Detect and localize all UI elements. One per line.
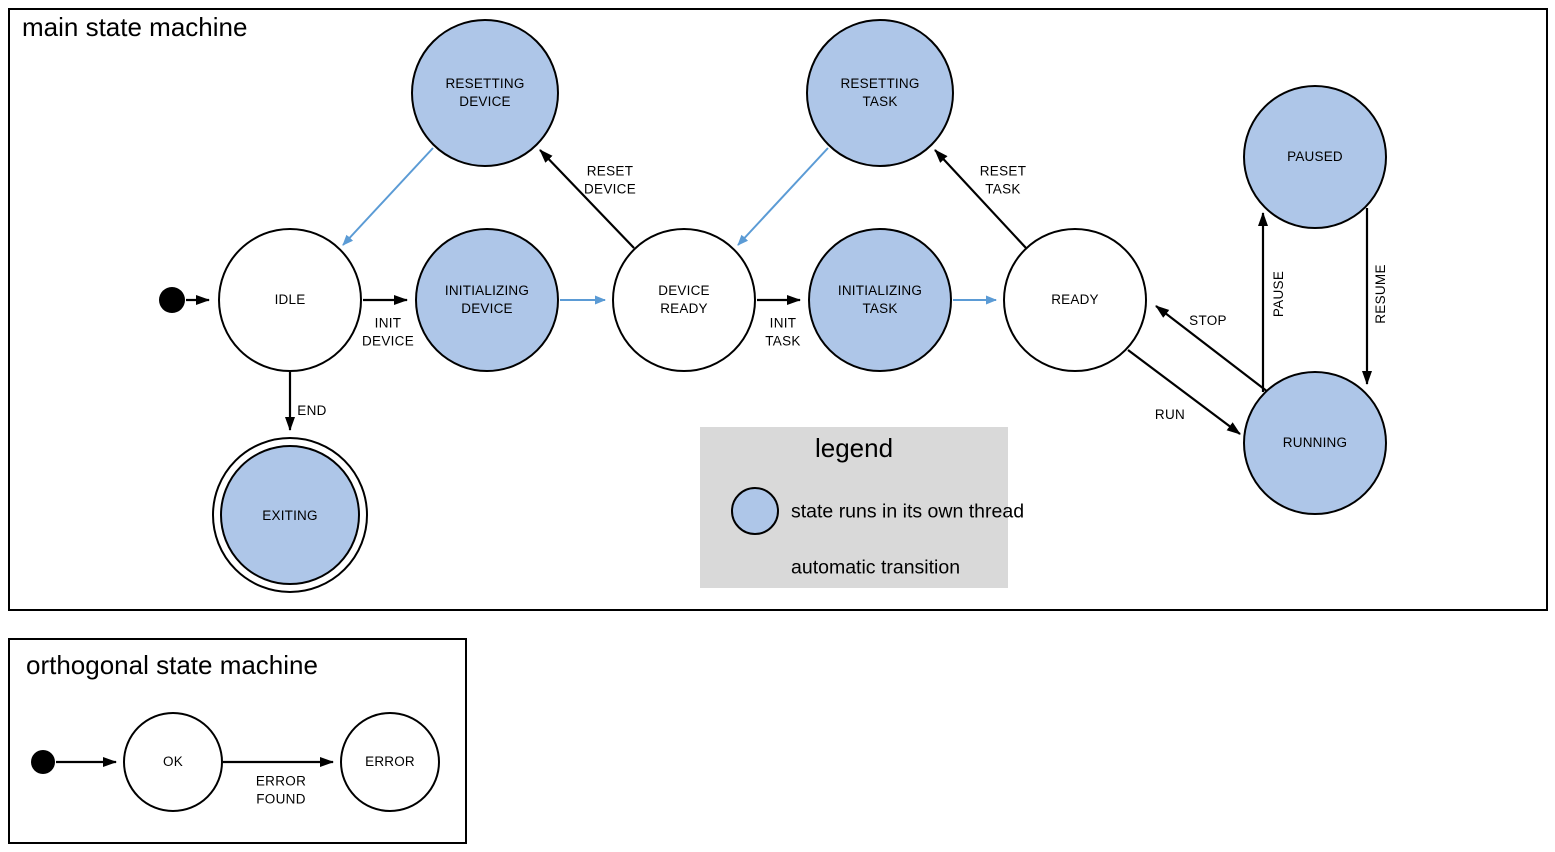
state-running-label: RUNNING (1282, 435, 1348, 451)
state-initializing-task: INITIALIZING TASK (808, 228, 952, 372)
state-resetting-task-label: RESETTING TASK (840, 76, 920, 109)
state-device-ready-label: DEVICE READY (658, 283, 710, 316)
main-state-machine-panel (8, 8, 1548, 611)
state-initializing-task-label: INITIALIZING TASK (837, 283, 923, 316)
label-init-task: INIT TASK (765, 315, 801, 348)
state-exiting-final: EXITING (212, 437, 368, 593)
state-running: RUNNING (1243, 371, 1387, 515)
label-stop: STOP (1189, 313, 1227, 329)
label-init-device: INIT DEVICE (361, 315, 415, 348)
state-error-label: ERROR (365, 754, 415, 770)
state-resetting-device: RESETTING DEVICE (411, 19, 559, 167)
legend-title: legend (814, 433, 894, 463)
state-exiting-label: EXITING (262, 507, 318, 523)
label-error-found: ERROR FOUND (255, 773, 307, 806)
label-end: END (297, 403, 327, 419)
orthogonal-panel-title: orthogonal state machine (26, 650, 318, 680)
state-resetting-device-label: RESETTING DEVICE (445, 76, 525, 109)
state-ready: READY (1003, 228, 1147, 372)
legend-threaded-state-label: state runs in its own thread (791, 500, 1025, 523)
state-resetting-task: RESETTING TASK (806, 19, 954, 167)
legend-automatic-transition-label: automatic transition (791, 556, 961, 579)
state-ready-label: READY (1051, 292, 1099, 308)
label-reset-device: RESET DEVICE (583, 163, 637, 196)
label-run: RUN (1154, 407, 1186, 423)
legend-threaded-state-icon (731, 487, 779, 535)
main-panel-title: main state machine (22, 12, 248, 42)
state-idle: IDLE (218, 228, 362, 372)
state-initializing-device-label: INITIALIZING DEVICE (444, 283, 530, 316)
state-idle-label: IDLE (274, 292, 306, 308)
state-ok-label: OK (163, 754, 183, 770)
state-paused-label: PAUSED (1287, 149, 1343, 165)
orthogonal-state-machine-panel (8, 638, 467, 844)
label-pause: PAUSE (1271, 270, 1287, 318)
state-ok: OK (123, 712, 223, 812)
state-device-ready: DEVICE READY (612, 228, 756, 372)
state-paused: PAUSED (1243, 85, 1387, 229)
label-resume: RESUME (1373, 264, 1389, 324)
state-exiting: EXITING (220, 445, 360, 585)
state-initializing-device: INITIALIZING DEVICE (415, 228, 559, 372)
state-error: ERROR (340, 712, 440, 812)
label-reset-task: RESET TASK (979, 163, 1027, 196)
